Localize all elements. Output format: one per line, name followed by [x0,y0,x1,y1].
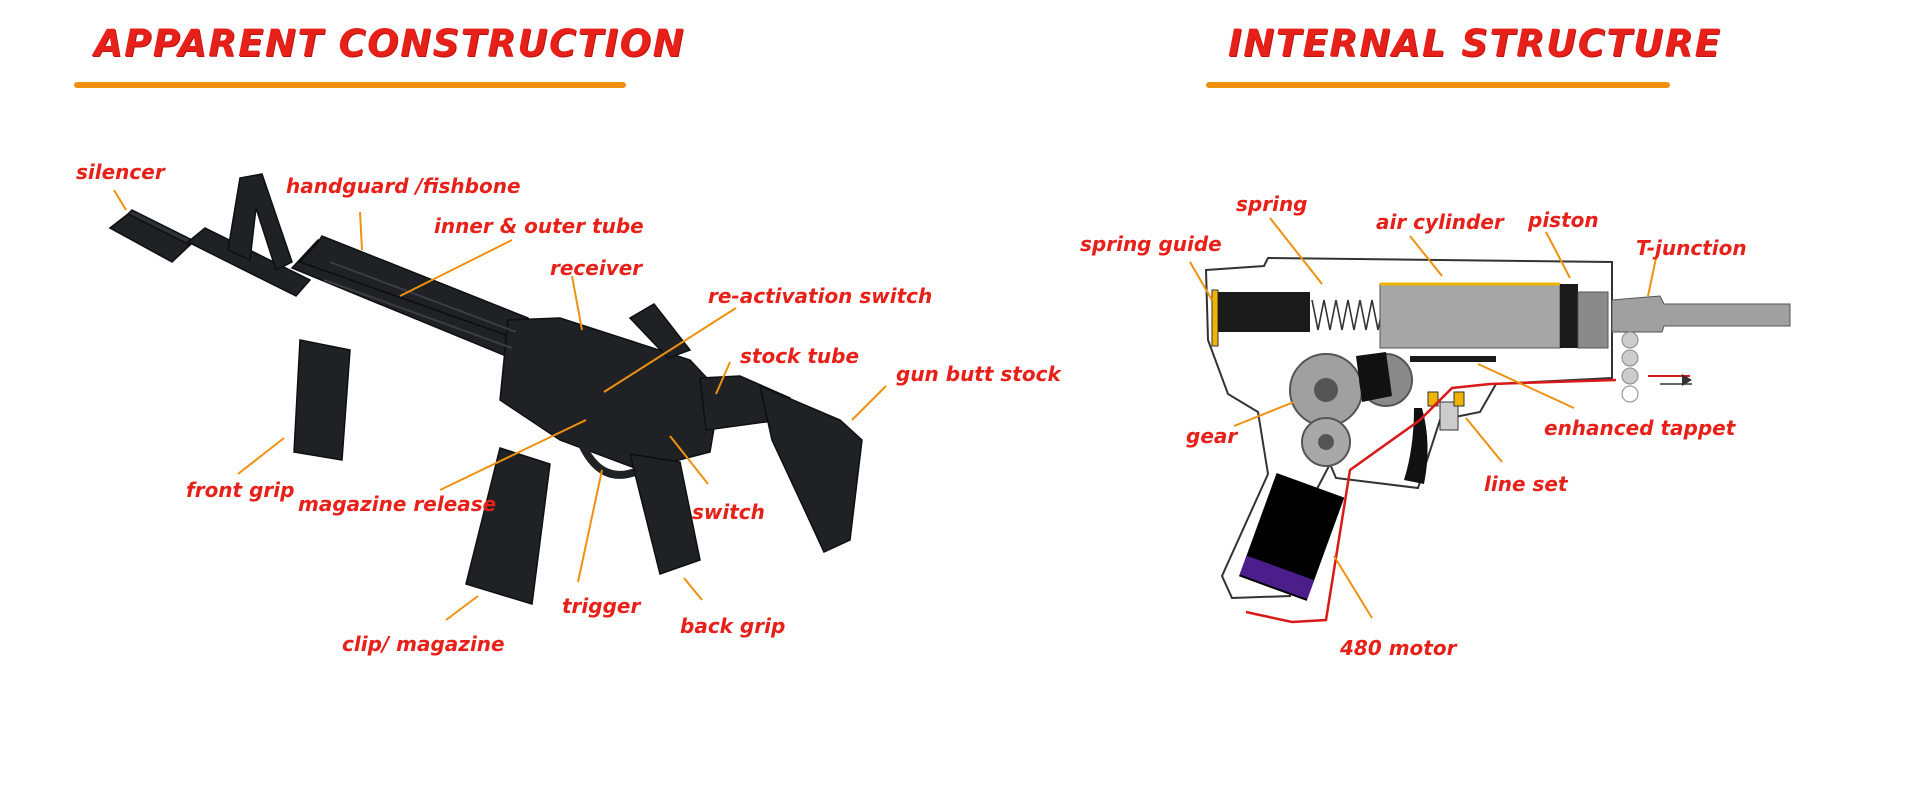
piston-body [1577,291,1609,349]
label-inner-outer-tube: inner & outer tube [434,214,644,238]
wiring [1245,378,1617,624]
label-spring: spring [1236,192,1308,216]
rifle-magazine [465,447,551,605]
rifle-front-sight [227,173,293,272]
rifle-front-grip [293,339,351,461]
apparent-construction-title: APPARENT CONSTRUCTION [94,22,686,65]
enhanced-tappet [1410,356,1496,362]
leader-spring-guide [1189,261,1213,301]
leader-spring [1269,217,1323,285]
air-cylinder [1379,283,1561,349]
leader-t-junction [1647,257,1657,297]
rifle-rear-sight [628,303,692,359]
leader-clip-magazine [445,595,479,621]
gears [1289,352,1413,467]
label-receiver: receiver [550,256,643,280]
leader-silencer [113,189,127,211]
piston [1560,284,1578,348]
label-clip-magazine: clip/ magazine [342,632,505,656]
internal-structure-underline [1206,82,1670,88]
label-reactivation-switch: re-activation switch [708,284,933,308]
rifle-butt-stock [758,384,863,553]
label-magazine-release: magazine release [298,492,497,516]
leader-trigger [577,469,603,583]
label-piston: piston [1528,208,1599,232]
label-stock-tube: stock tube [740,344,860,368]
label-front-grip: front grip [186,478,295,502]
label-silencer: silencer [76,160,165,184]
gearbox-trigger [1404,408,1428,484]
label-trigger: trigger [562,594,641,618]
leader-enhanced-tappet [1477,363,1575,409]
rifle-back-grip [628,453,701,575]
label-t-junction: T-junction [1636,236,1747,260]
label-handguard: handguard /fishbone [286,174,521,198]
leader-gun-butt-stock [851,385,887,421]
line-set-switch [1439,401,1459,431]
leader-front-grip [237,437,285,475]
label-gear: gear [1186,424,1238,448]
label-line-set: line set [1484,472,1568,496]
leader-line-set [1465,417,1503,463]
label-switch: switch [692,500,765,524]
leader-reactivation-switch [603,307,737,393]
leader-receiver [571,275,583,331]
rifle-barrel [186,227,312,297]
leader-piston [1545,231,1571,279]
internal-structure-title: INTERNAL STRUCTURE [1228,22,1722,65]
leader-switch [669,435,709,485]
leader-magazine-release [439,419,587,491]
spring-black [1218,292,1310,332]
rifle-trigger-guard [576,438,642,479]
leader-stock-tube [715,361,731,395]
rifle-receiver [499,317,721,471]
leader-480-motor [1333,555,1373,619]
leader-gear [1233,401,1295,427]
label-480-motor: 480 motor [1340,636,1457,660]
apparent-construction-underline [74,82,626,88]
label-air-cylinder: air cylinder [1376,210,1504,234]
motor [1239,472,1345,601]
label-enhanced-tappet: enhanced tappet [1544,416,1736,440]
leader-air-cylinder [1409,235,1443,277]
label-gun-butt-stock: gun butt stock [896,362,1061,386]
leader-handguard [359,211,363,251]
label-back-grip: back grip [680,614,786,638]
leader-back-grip [683,577,703,601]
label-spring-guide: spring guide [1080,232,1222,256]
leader-inner-outer-tube [399,239,513,297]
